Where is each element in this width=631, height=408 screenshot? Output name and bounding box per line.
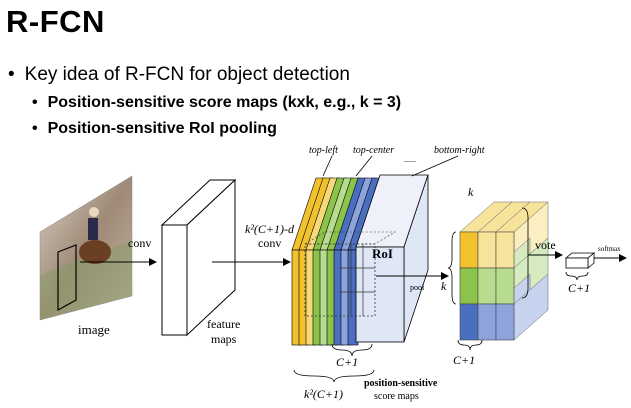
cube-front-cell — [495, 267, 515, 305]
cube-front-cell — [459, 303, 479, 341]
feature-maps-box — [160, 178, 237, 337]
label-kconv-top: k²(C+1)-d — [245, 222, 295, 236]
label-pool: pool — [410, 283, 425, 292]
label-top-center: top-center — [353, 145, 394, 156]
label-top-left: top-left — [309, 145, 338, 156]
label-bottom-right: bottom-right — [434, 145, 485, 156]
output-vector — [564, 252, 596, 269]
label-c1-vote: C+1 — [453, 353, 475, 367]
label-position-sensitive: position-sensitive — [364, 378, 438, 389]
score-map-stack — [291, 177, 383, 346]
cube-front-cell — [477, 231, 497, 269]
cube-front-cell — [477, 303, 497, 341]
cube-front-cell — [495, 303, 515, 341]
cube-front-cell — [495, 231, 515, 269]
label-k2c1: k²(C+1) — [304, 387, 343, 401]
label-roi: RoI — [372, 246, 393, 261]
pointer-bottom-right — [411, 155, 459, 177]
cube-front-cell — [459, 231, 479, 269]
pointer-top-left — [322, 155, 333, 177]
cube-front-cell — [477, 267, 497, 305]
label-c1-stack: C+1 — [336, 355, 358, 369]
brace-c1-cube — [457, 339, 483, 351]
input-image — [39, 175, 133, 321]
label-feature: feature — [207, 317, 240, 331]
label-k-left: k — [441, 279, 447, 293]
label-k-top: k — [468, 185, 474, 199]
score-map-back — [355, 174, 429, 343]
label-conv: conv — [128, 236, 151, 250]
brace-c1-out — [565, 271, 589, 281]
label-image: image — [78, 322, 110, 337]
pointer-top-center — [355, 155, 373, 177]
label-kconv-bottom: conv — [258, 236, 281, 250]
sub-bullet-score-maps: Position-sensitive score maps (kxk, e.g.… — [32, 94, 401, 112]
brace-k2c1 — [293, 369, 375, 383]
label-softmax: softmax — [598, 245, 621, 253]
brace-c1 — [331, 343, 373, 357]
sub-bullet-roi-pooling: Position-sensitive RoI pooling — [32, 120, 277, 138]
label-score-maps: score maps — [374, 391, 419, 402]
pooled-cube — [459, 201, 549, 341]
slide-title: R-FCN — [6, 4, 105, 39]
label-dots: ...... — [404, 155, 416, 164]
label-maps: maps — [211, 332, 237, 346]
label-vote: vote — [535, 238, 556, 252]
label-c1-out: C+1 — [568, 281, 590, 295]
main-bullet: Key idea of R-FCN for object detection — [8, 64, 350, 86]
roi-grid — [303, 231, 397, 317]
image-roi-box — [57, 244, 77, 312]
brace-vote — [521, 207, 529, 299]
cube-front-cell — [459, 267, 479, 305]
brace-k-left — [447, 231, 457, 305]
